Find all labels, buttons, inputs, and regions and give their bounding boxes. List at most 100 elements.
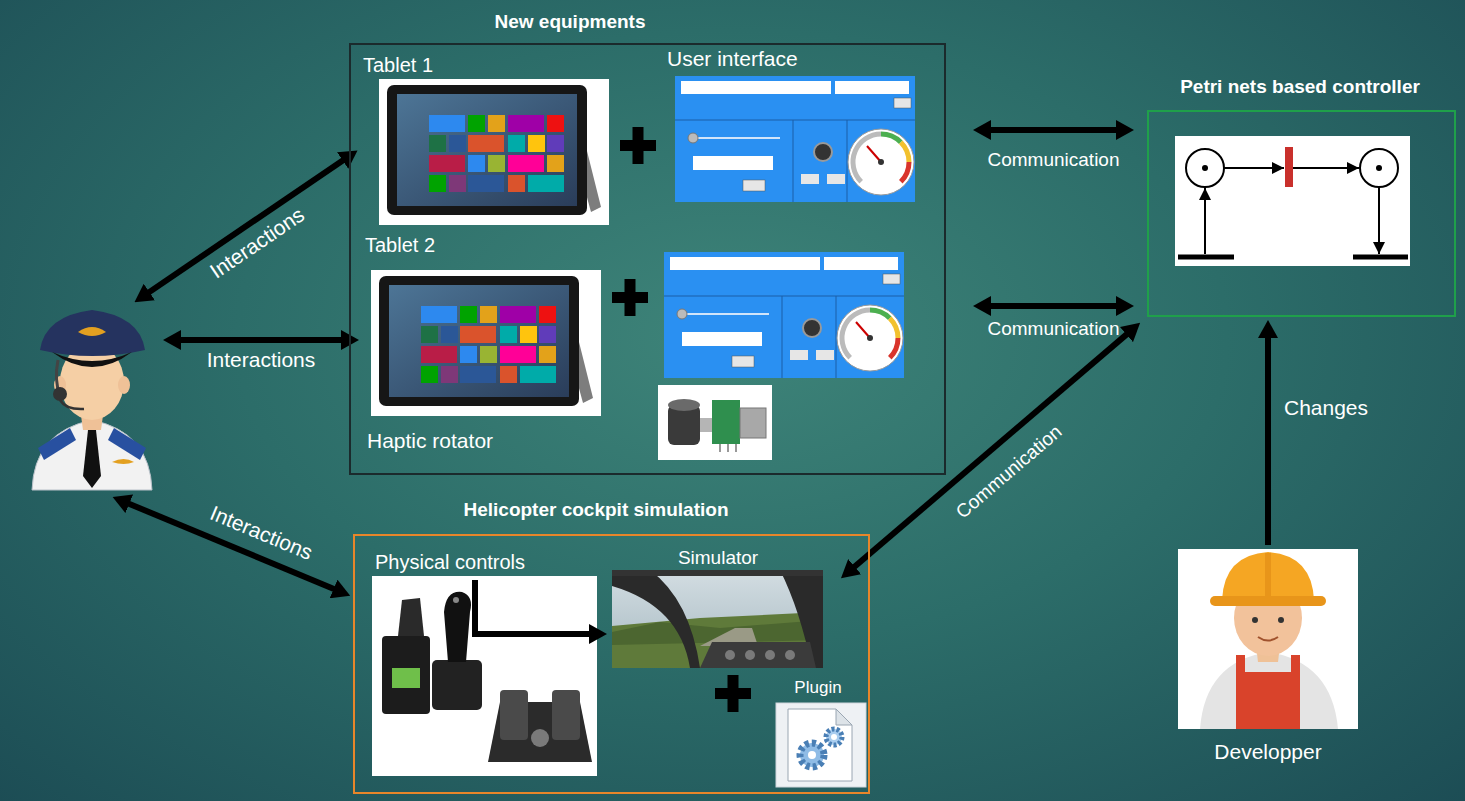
joystick-picture: [372, 576, 597, 776]
simulator-picture: [765, 650, 775, 660]
device-label: Physical controls: [375, 551, 525, 574]
simulator-picture: [612, 620, 823, 645]
pilot-figure: [53, 387, 67, 401]
connector-arrow: [475, 580, 590, 634]
plugin-icon: [776, 703, 866, 787]
haptic-rotator-picture: [668, 399, 700, 411]
joystick-picture: [382, 636, 430, 714]
haptic-rotator-picture: [700, 418, 712, 432]
joystick-picture: [531, 729, 549, 747]
plugin-icon: [776, 703, 866, 787]
connector-arrow: [990, 127, 1117, 133]
plugin-icon: [808, 751, 816, 759]
joystick-picture: [432, 660, 482, 710]
petri-net-picture: [1202, 165, 1208, 171]
device-label: User interface: [667, 47, 798, 71]
illustration: [371, 270, 601, 416]
developer-figure: [1236, 655, 1245, 675]
simulator-node: Simulator: [610, 546, 825, 670]
petri-net-picture: [1293, 167, 1359, 169]
pilot-figure: [38, 428, 76, 460]
plus-sign: [633, 127, 644, 164]
petri-net-picture: [1360, 149, 1398, 187]
developer-figure: [1178, 549, 1358, 729]
joystick-picture: [444, 592, 471, 662]
group-title: Petri nets based controller: [1180, 76, 1420, 98]
device-label: Simulator: [678, 547, 758, 569]
petri-net-picture: [1186, 149, 1224, 187]
developer-node: Developper: [1176, 547, 1360, 768]
tablet-node: Tablet 2: [362, 233, 604, 419]
device-label: Plugin: [794, 678, 841, 698]
pilot-figure: [78, 327, 106, 336]
device-label: Tablet 1: [363, 54, 433, 77]
connector-arrow: [1265, 337, 1271, 545]
plugin-icon: [788, 709, 852, 781]
simulator-picture: [785, 650, 795, 660]
simulator-picture: [612, 612, 823, 668]
developer-figure: [1252, 617, 1258, 623]
connector-label: Communication: [951, 421, 1066, 523]
connector-arrow: [148, 160, 343, 293]
connector-label: Interactions: [207, 501, 317, 565]
petri-net-picture: [1175, 136, 1410, 266]
equipment-group: Tablet 1 User interfaceTablet 2 Haptic rot…: [349, 43, 946, 475]
haptic-rotator-picture: [658, 385, 772, 460]
device-label: Haptic rotator: [367, 429, 493, 453]
pilot-figure: [40, 310, 145, 356]
pilot-figure: [112, 459, 134, 464]
simulator-picture: [612, 570, 823, 668]
group-title: New equipments: [495, 11, 646, 33]
haptic-rotator-picture: [727, 444, 729, 452]
simulator-picture: [725, 650, 735, 660]
developer-figure: [1258, 637, 1278, 641]
joystick-picture: [453, 597, 459, 603]
plugin-icon: [831, 734, 837, 740]
pilot-figure: [32, 420, 152, 490]
pilot-figure: [108, 428, 146, 460]
simulator-picture: [612, 570, 823, 576]
simulator-picture: [612, 570, 700, 668]
joystick-picture: [392, 668, 420, 688]
connector-label: Communication: [988, 149, 1120, 171]
ui-node: User interface: [664, 46, 919, 204]
simulation-group: Physical controlsSimulatorPluginHelicopt…: [353, 534, 870, 794]
connector-label: Interactions: [207, 348, 316, 372]
petri-net-picture: [1378, 188, 1380, 254]
petri-net-picture: [1175, 136, 1410, 266]
connector-arrow: [180, 337, 342, 343]
developer-figure: [1265, 553, 1271, 598]
connector-label: Changes: [1284, 396, 1368, 420]
plugin-icon: [826, 729, 842, 745]
petri-net-picture: [1178, 255, 1234, 260]
plus-sign: [625, 279, 636, 316]
developer-figure: [1200, 652, 1338, 729]
developer-figure: [1278, 617, 1284, 623]
joystick-picture: [398, 598, 424, 636]
simulator-picture: [745, 650, 755, 660]
haptic-rotator-picture: [712, 400, 740, 444]
plugin-icon: [836, 709, 852, 725]
connector-label: Communication: [988, 318, 1120, 340]
petri-net-picture: [1353, 255, 1408, 260]
haptic-rotator-picture: [658, 385, 772, 460]
simulator-picture: [612, 570, 823, 668]
connector-arrow: [990, 303, 1117, 309]
plugin-node: Plugin: [776, 677, 866, 789]
controller-box: Petri nets based controller: [1147, 110, 1456, 317]
group-title: Helicopter cockpit simulation: [464, 499, 729, 521]
haptic-rotator-picture: [719, 444, 721, 452]
connector-label: Interactions: [206, 202, 309, 283]
simulator-picture: [700, 642, 816, 668]
joystick-picture: [552, 690, 580, 740]
petri-net-picture: [1204, 188, 1206, 254]
pilot-figure: [118, 376, 130, 394]
illustration: [675, 76, 915, 202]
illustration: [664, 252, 904, 378]
controls-node: Physical controls: [372, 549, 572, 577]
joystick-picture: [500, 690, 528, 740]
connector-arrow: [854, 334, 1127, 567]
